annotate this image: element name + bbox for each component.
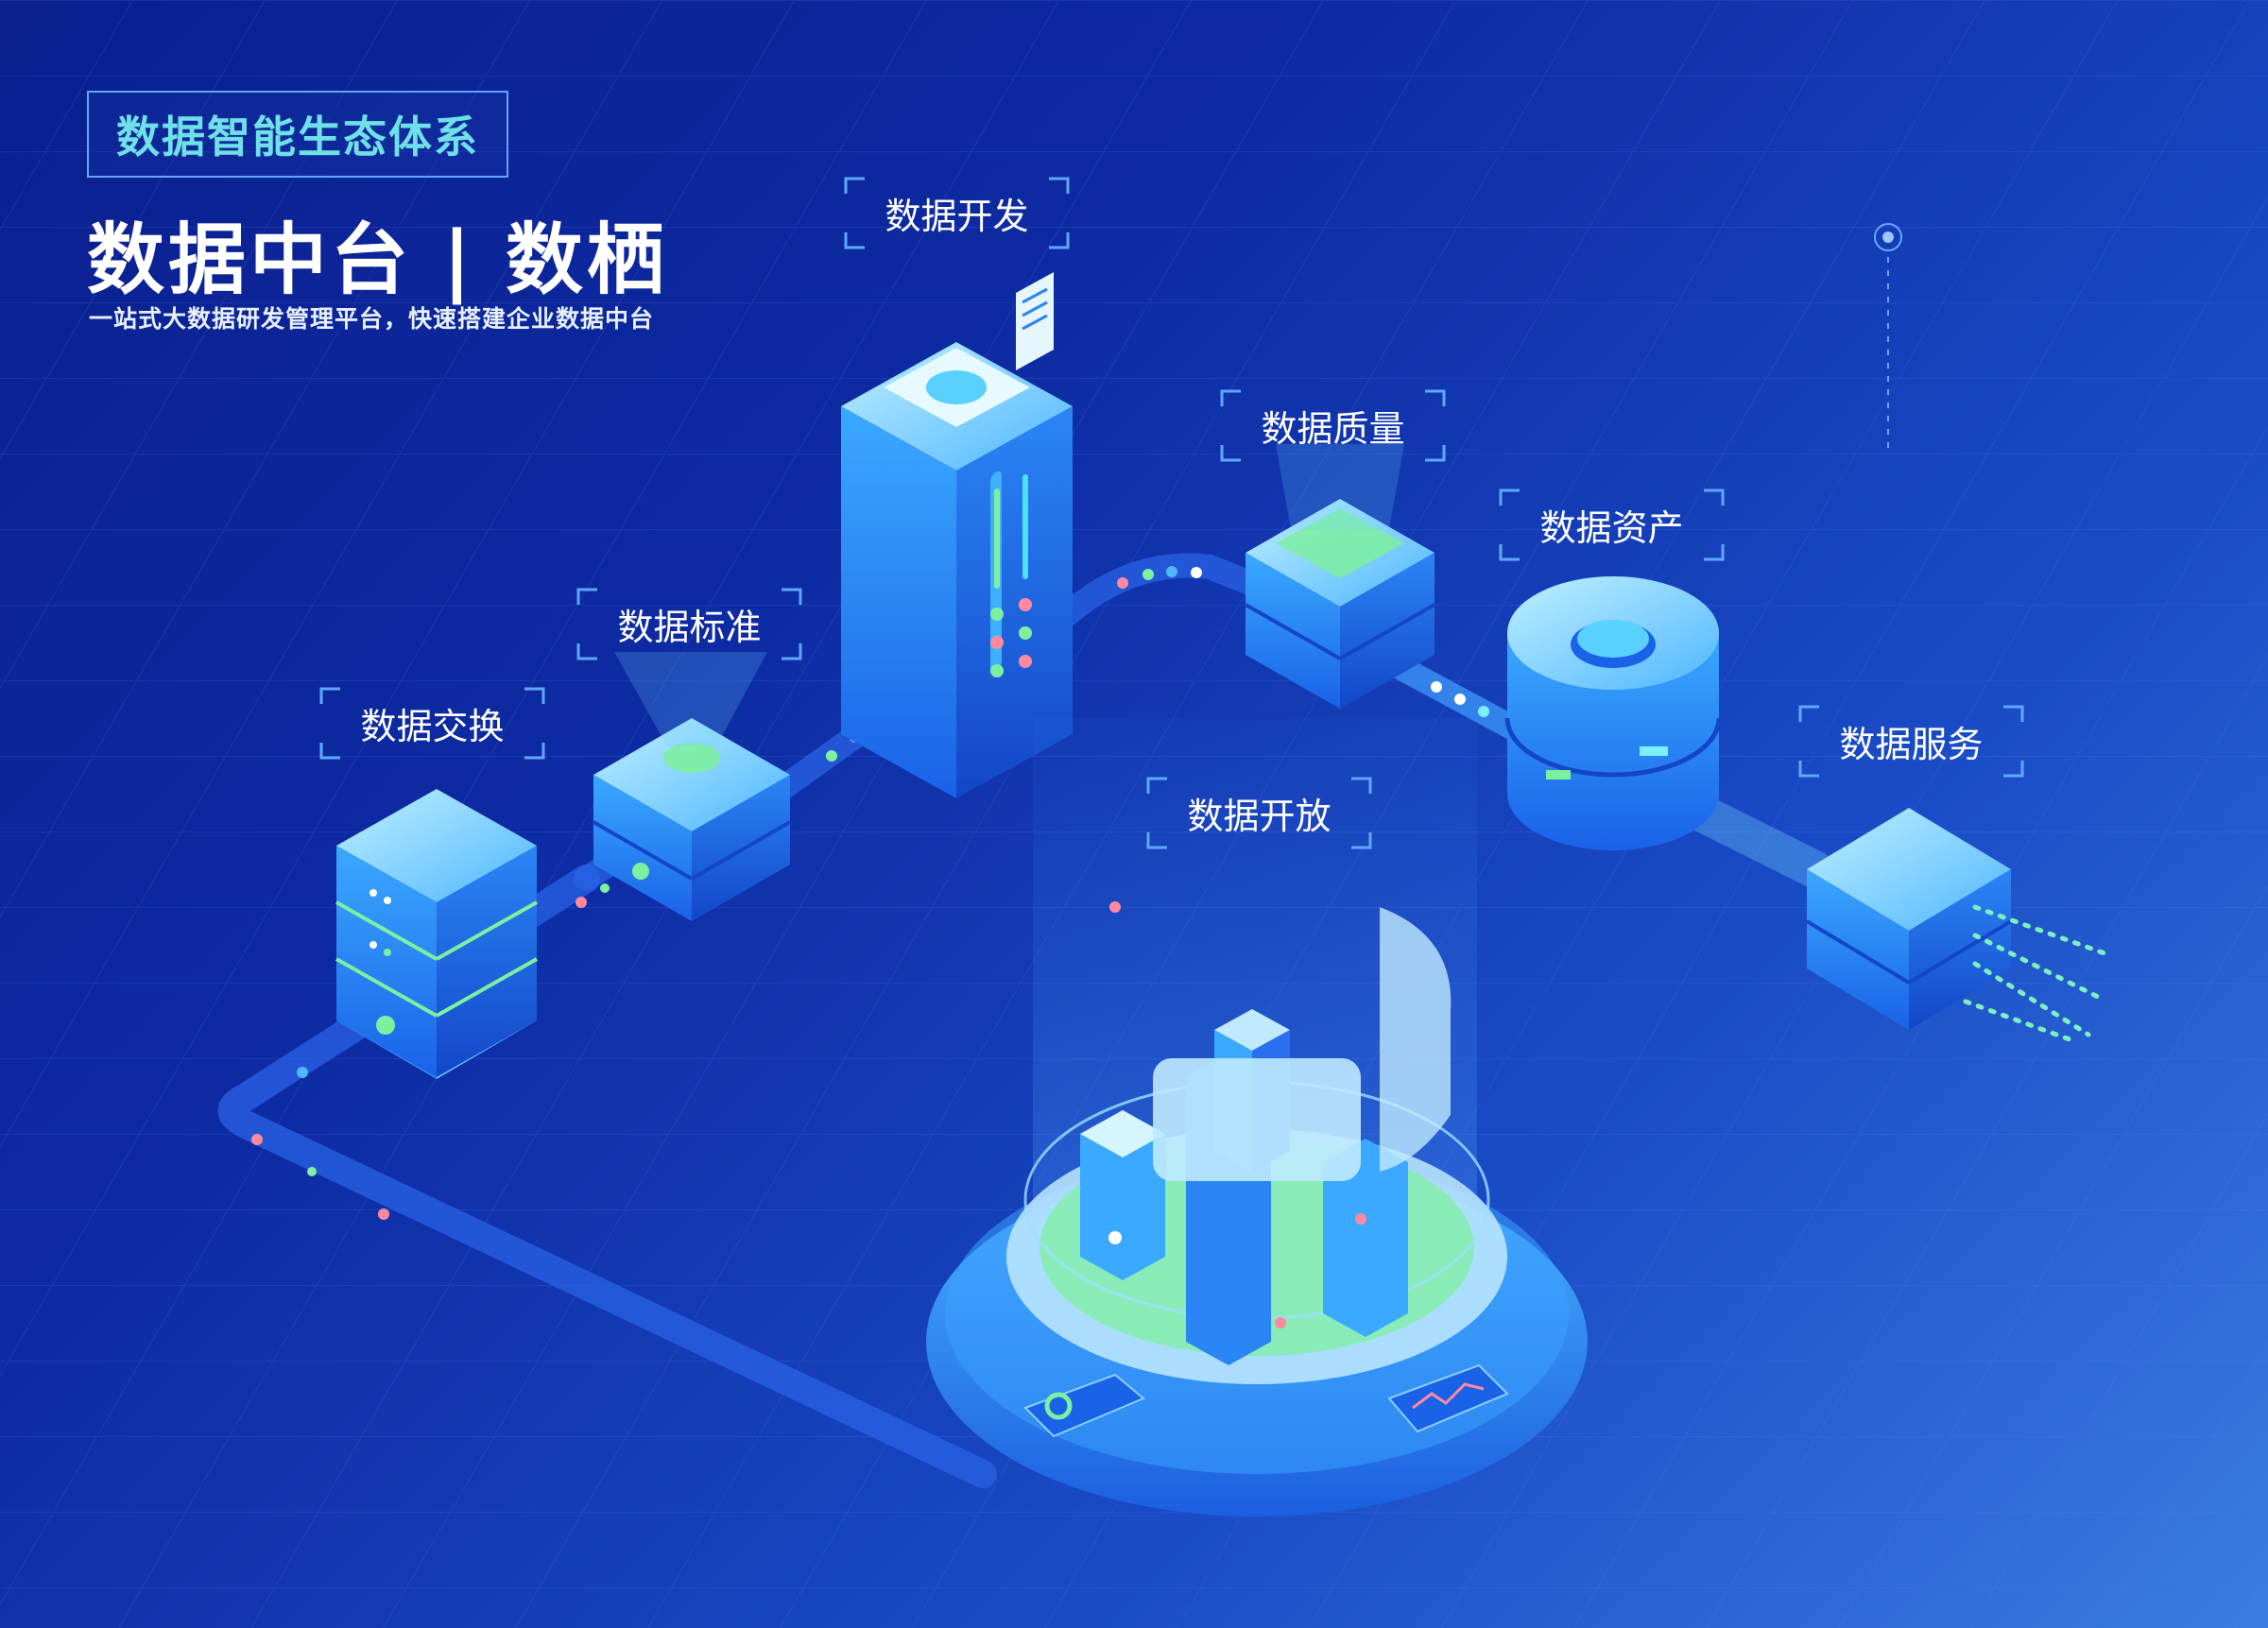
- asset-database: [1504, 576, 1722, 850]
- label-frames: [319, 177, 2024, 849]
- develop-tower: [841, 272, 1073, 798]
- beacon-marker: [1874, 223, 1902, 454]
- label-data-develop: 数据开发: [885, 196, 1029, 237]
- open-platform: [926, 718, 1588, 1517]
- page-subtitle: 一站式大数据研发管理平台，快速搭建企业数据中台: [89, 305, 655, 333]
- page-title: 数据中台 | 数栖: [87, 215, 669, 305]
- label-data-open: 数据开放: [1187, 796, 1332, 837]
- exchange-server-stack: [335, 789, 538, 1079]
- label-data-quality: 数据质量: [1261, 408, 1405, 450]
- quality-server: [1245, 444, 1435, 709]
- label-data-exchange: 数据交换: [360, 706, 505, 747]
- ecosystem-tag: 数据智能生态体系: [87, 91, 508, 178]
- standard-server: [593, 652, 791, 921]
- label-data-service: 数据服务: [1839, 724, 1984, 765]
- label-data-standard: 数据标准: [617, 607, 762, 648]
- label-data-asset: 数据资产: [1539, 507, 1684, 549]
- service-server: [1805, 808, 2110, 1042]
